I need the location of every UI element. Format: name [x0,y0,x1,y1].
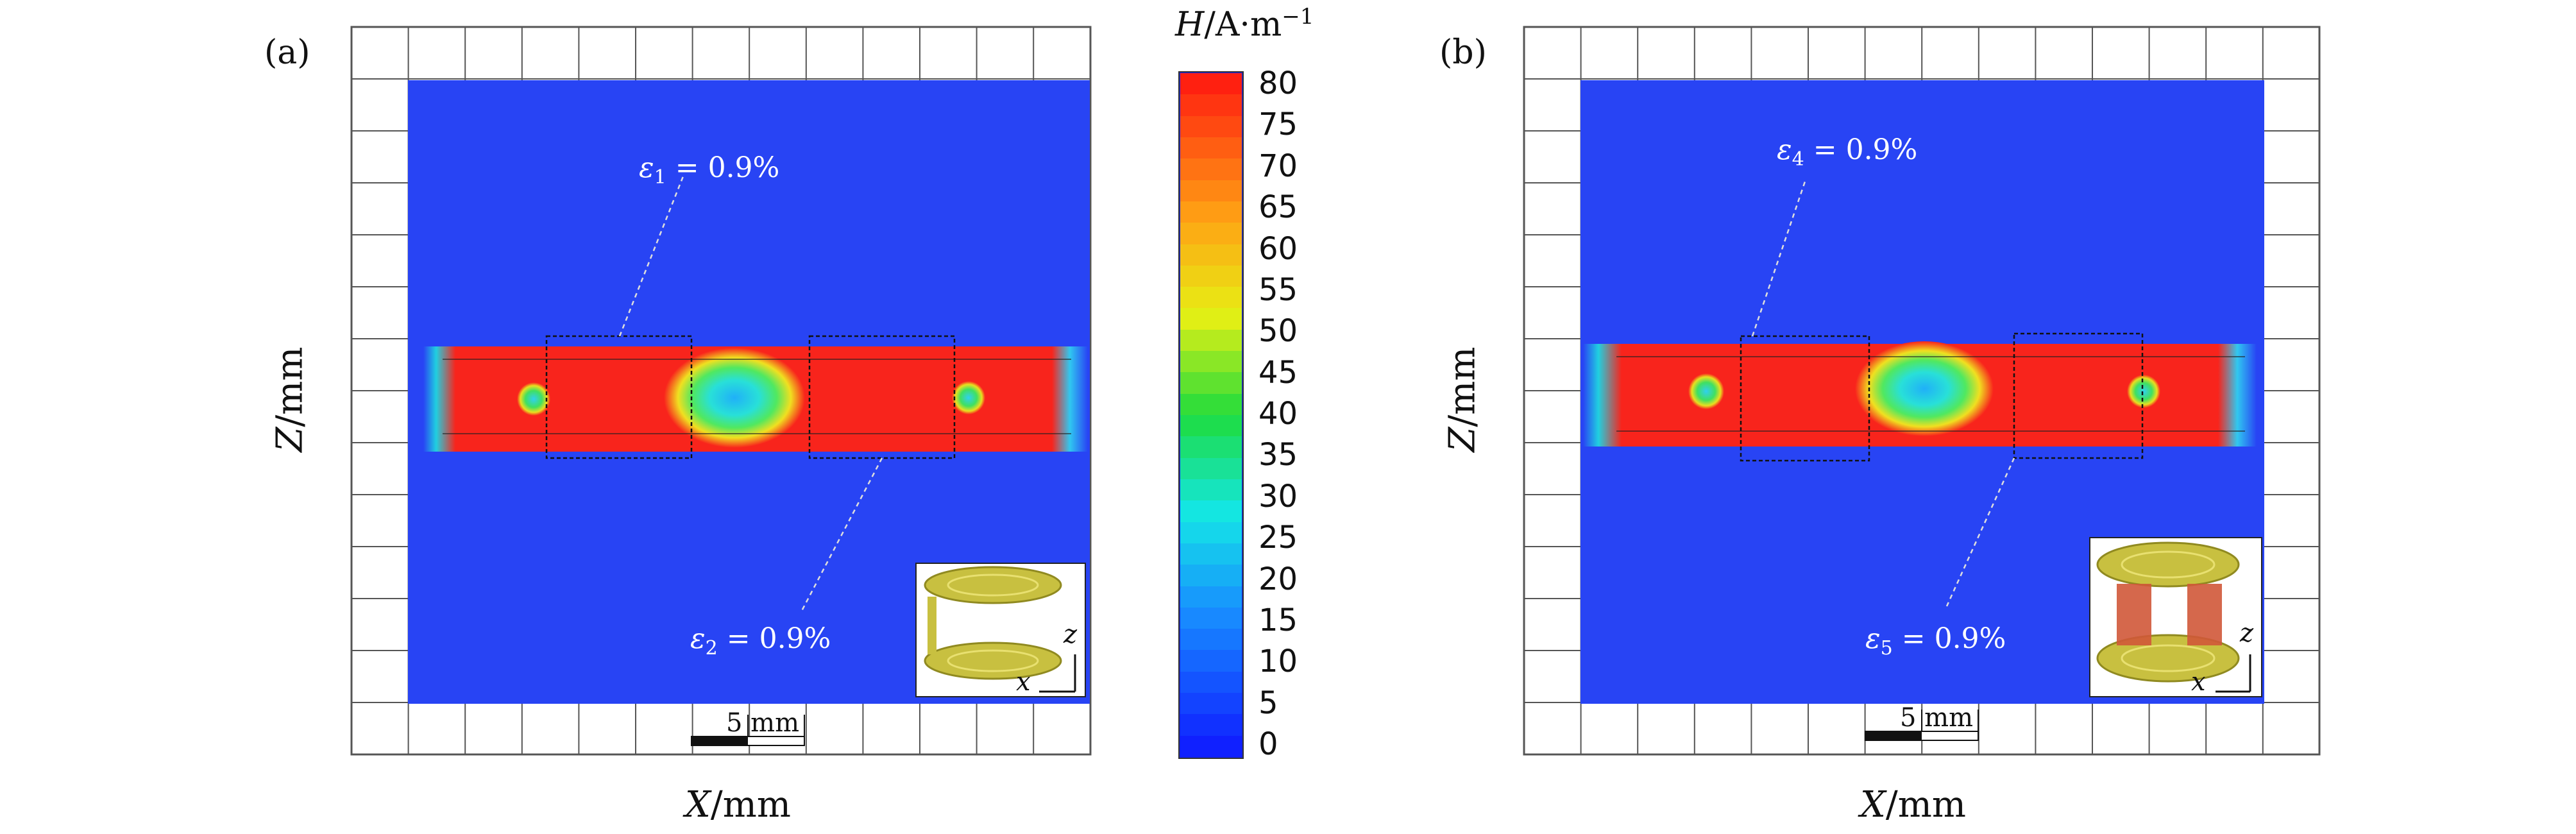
colorbar-tick-label: 10 [1258,643,1298,680]
panel-a-z-axis-label: Z/mm [269,347,311,452]
colorbar-band [1180,629,1242,651]
strain-label-2: ε2 = 0.9% [690,622,831,660]
panel-b-label: (b) [1439,33,1487,72]
colorbar-tick-label: 35 [1258,437,1298,473]
inset-a-x-label: x [1016,667,1031,697]
strain-value: = 0.9% [675,151,780,184]
strain-subscript: 4 [1792,148,1804,171]
colorbar-unit-exp: −1 [1282,4,1314,30]
colorbar-band [1180,372,1242,395]
colorbar-band [1180,329,1242,352]
inset-b-z-label: z [2240,618,2254,648]
panel-a-x-axis-label: X/mm [685,784,791,826]
colorbar-tick-label: 40 [1258,396,1298,432]
x-var: X [685,784,711,826]
colorbar-band [1180,73,1242,96]
colorbar-tick-label: 55 [1258,271,1298,308]
colorbar-band [1180,137,1242,160]
inset-a [915,563,1086,697]
strain-value: = 0.9% [1901,622,2006,655]
strain-subscript: 5 [1880,636,1893,660]
colorbar-band [1180,693,1242,715]
strain-label-5: ε5 = 0.9% [1865,622,2006,660]
colorbar-band [1180,223,1242,245]
strain-symbol: ε [1777,133,1792,166]
colorbar-band [1180,180,1242,202]
z-unit: /mm [1441,346,1484,427]
inset-b-x-label: x [2191,667,2206,697]
colorbar-band [1180,115,1242,138]
strain-symbol: ε [1865,622,1881,655]
colorbar-tick-label: 15 [1258,602,1298,638]
scale-bar-label-b: 5 mm [1900,703,1974,733]
colorbar-band [1180,650,1242,672]
colorbar-band [1180,393,1242,416]
colorbar-tick-label: 45 [1258,354,1298,391]
colorbar-tick-label: 65 [1258,189,1298,226]
colorbar-band [1180,351,1242,373]
colorbar-tick-label: 0 [1258,726,1278,762]
strain-value: = 0.9% [1813,133,1918,166]
colorbar-band [1180,735,1242,758]
strain-label-1: ε1 = 0.9% [639,151,779,189]
strain-value: = 0.9% [726,622,831,655]
colorbar-band [1180,565,1242,587]
strain-subscript: 2 [705,636,718,660]
colorbar-tick-label: 80 [1258,65,1298,101]
strain-label-4: ε4 = 0.9% [1777,133,1917,171]
colorbar-tick-label: 50 [1258,313,1298,350]
strain-subscript: 1 [654,166,666,189]
panel-a-label: (a) [264,33,310,72]
colorbar-unit: /A·m [1204,5,1282,44]
colorbar-band [1180,714,1242,736]
z-var: Z [1441,427,1484,452]
colorbar-band [1180,479,1242,502]
colorbar-band [1180,500,1242,523]
colorbar-band [1180,671,1242,694]
colorbar-band [1180,94,1242,117]
z-var: Z [269,427,311,452]
colorbar-band [1180,457,1242,480]
x-var: X [1860,784,1886,826]
colorbar-band [1180,586,1242,608]
colorbar-tick-label: 20 [1258,561,1298,597]
inset-a-z-label: z [1063,620,1078,649]
panel-b-x-axis-label: X/mm [1860,784,1966,826]
colorbar-band [1180,287,1242,309]
colorbar-tick-label: 30 [1258,478,1298,515]
inset-b [2089,537,2262,697]
panel-b-z-axis-label: Z/mm [1442,347,1484,452]
colorbar-var: H [1175,5,1205,44]
colorbar-tick-label: 60 [1258,230,1298,267]
colorbar-tick-label: 70 [1258,148,1298,184]
x-unit: /mm [710,784,791,826]
colorbar-band [1180,607,1242,630]
strain-symbol: ε [639,151,654,184]
colorbar-bands [1180,73,1242,758]
colorbar-tick-label: 5 [1258,685,1278,721]
z-unit: /mm [269,346,311,427]
colorbar-band [1180,436,1242,459]
colorbar-band [1180,158,1242,181]
colorbar-band [1180,308,1242,330]
colorbar-title: H/A·m−1 [1175,4,1314,44]
strain-symbol: ε [690,622,706,655]
colorbar-band [1180,415,1242,438]
colorbar-band [1180,522,1242,544]
scale-bar-label-a: 5 mm [726,708,800,738]
colorbar-tick-label: 75 [1258,106,1298,143]
colorbar-band [1180,543,1242,566]
colorbar-band [1180,265,1242,288]
colorbar-band [1180,201,1242,224]
x-unit: /mm [1885,784,1966,826]
colorbar-band [1180,244,1242,266]
colorbar-tick-label: 25 [1258,520,1298,556]
